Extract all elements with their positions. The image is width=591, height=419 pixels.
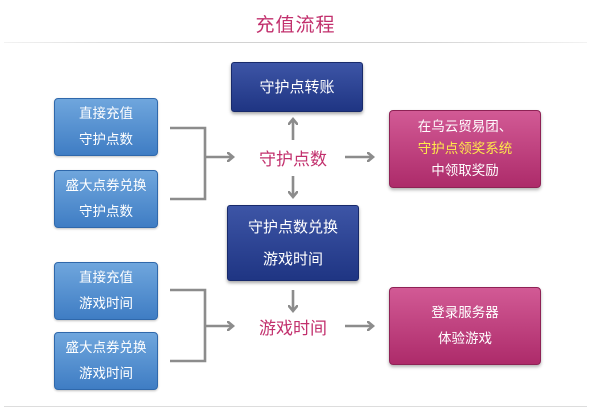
box-line: 守护点数	[79, 132, 133, 148]
box-line: 体验游戏	[438, 331, 492, 347]
bracket-points-group	[170, 126, 207, 201]
box-line: 盛大点券兑换	[65, 178, 147, 194]
title-divider	[4, 42, 587, 43]
bottom-divider	[4, 406, 587, 407]
box-line: 守护点数兑换	[247, 218, 338, 236]
box-line: 直接充值	[79, 106, 133, 122]
bracket-time-group	[170, 288, 207, 363]
box-line: 直接充值	[79, 270, 133, 286]
box-line: 盛大点券兑换	[65, 340, 147, 356]
coupon-points-box: 盛大点券兑换 守护点数	[54, 170, 158, 228]
coupon-time-box: 盛大点券兑换 游戏时间	[54, 332, 158, 390]
box-line: 游戏时间	[79, 366, 133, 382]
reward-claim-box: 在乌云贸易团、 守护点领奖系统 中领取奖励	[389, 110, 541, 188]
recharge-time-box: 直接充值 游戏时间	[54, 262, 158, 320]
box-line: 在乌云贸易团、	[417, 119, 513, 135]
login-server-box: 登录服务器 体验游戏	[389, 287, 541, 365]
box-line: 守护点数	[79, 204, 133, 220]
box-line: 游戏时间	[262, 250, 323, 268]
point-transfer-box: 守护点转账	[231, 62, 363, 112]
box-line: 中领取奖励	[431, 163, 499, 179]
box-line: 登录服务器	[431, 305, 499, 321]
reward-system-highlight: 守护点领奖系统	[417, 141, 513, 157]
game-time-label: 游戏时间	[259, 319, 327, 339]
points-exchange-box: 守护点数兑换 游戏时间	[227, 205, 359, 281]
guard-points-label: 守护点数	[259, 150, 327, 170]
box-line: 游戏时间	[79, 296, 133, 312]
page-title: 充值流程	[255, 14, 336, 36]
box-line: 守护点转账	[259, 78, 335, 96]
recharge-points-box: 直接充值 守护点数	[54, 98, 158, 156]
